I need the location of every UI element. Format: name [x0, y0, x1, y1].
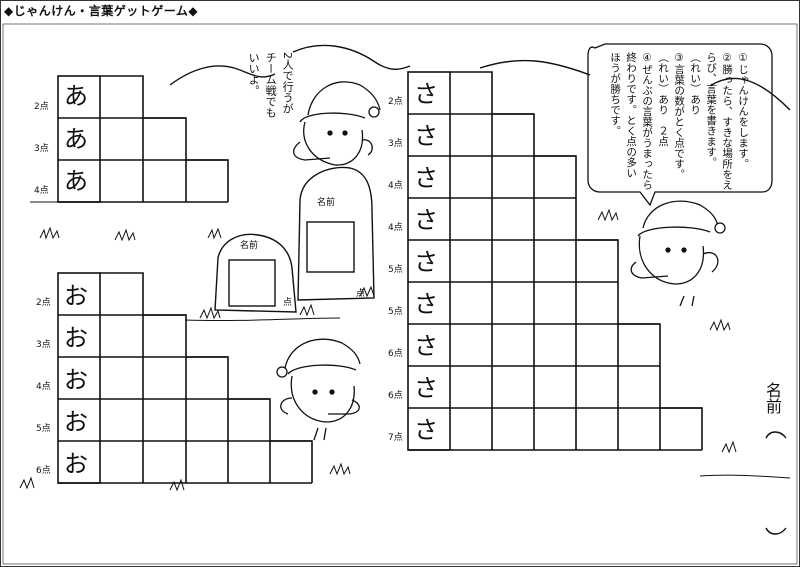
row-points-label: 6点	[388, 391, 403, 401]
rule-line: 終わりです。とく点の多い	[625, 52, 638, 178]
grid-kana: お	[64, 324, 88, 352]
grid-kana: さ	[414, 206, 438, 234]
row-points-label: 2点	[34, 102, 49, 112]
grid-kana: さ	[414, 80, 438, 108]
row-points-label: 4点	[36, 382, 51, 392]
hill-outline-icon	[169, 44, 791, 111]
rule-line: ②勝ったら、すきな場所をえ	[721, 52, 734, 190]
row-points-label: 3点	[388, 139, 403, 149]
row-points-label: 7点	[388, 433, 403, 443]
grid-kana: さ	[414, 374, 438, 402]
row-points-label: 4点	[388, 223, 403, 233]
row-points-label: 5点	[388, 307, 403, 317]
rules-speech-bubble: ①じゃんけんをします。 ②勝ったら、すきな場所をえ らび、言葉を書きます。 （れ…	[591, 40, 756, 190]
rule-line: （れい）あり	[689, 52, 702, 115]
row-points-label: 5点	[388, 265, 403, 275]
grid-kana: さ	[414, 164, 438, 192]
team-note: 2人で行うが チーム戦でも いいよ。	[239, 52, 299, 132]
grid-kana: さ	[414, 248, 438, 276]
grid-kana: お	[64, 450, 88, 478]
rule-line: ①じゃんけんをします。	[737, 52, 750, 169]
rule-line: ③言葉の数がとく点です。	[673, 52, 686, 180]
grid-kana: あ	[64, 125, 88, 153]
rule-line: ④ぜんぶの言葉がうまったら	[641, 52, 654, 190]
santa-hat-bird-icon	[276, 338, 361, 441]
santa-hat-bird-icon	[293, 81, 381, 166]
row-points-label: 5点	[36, 424, 51, 434]
grid-kana: あ	[64, 167, 88, 195]
grid-kana: お	[64, 408, 88, 436]
grid-kana: お	[64, 282, 88, 310]
team-note-line: 2人で行うが	[281, 52, 295, 114]
grid-kana: さ	[414, 332, 438, 360]
row-points-label: 6点	[388, 349, 403, 359]
santa-hat-bird-icon	[630, 200, 726, 307]
team-note-line: いいよ。	[247, 52, 261, 96]
grid-kana: さ	[414, 290, 438, 318]
stone-name-label: 名前	[317, 198, 336, 208]
stone-name-label: 名前	[240, 241, 259, 251]
grid-kana: さ	[414, 416, 438, 444]
stone-points-label: 点	[283, 298, 293, 308]
row-points-label: 6点	[36, 466, 51, 476]
rule-line: ほうが勝ちです。	[609, 52, 622, 136]
team-note-line: チーム戦でも	[264, 52, 278, 118]
stone-points-label: 点	[356, 289, 366, 299]
rule-line: らび、言葉を書きます。	[705, 52, 718, 168]
page-title: ◆じゃんけん・言葉ゲットゲーム◆	[4, 4, 199, 18]
name-label: 名前	[763, 382, 782, 414]
stone-monument-icon	[214, 166, 375, 313]
grid-kana: お	[64, 366, 88, 394]
grid-kana: さ	[414, 122, 438, 150]
row-points-label: 3点	[36, 340, 51, 350]
row-points-label: 3点	[34, 144, 49, 154]
row-points-label: 4点	[388, 181, 403, 191]
row-points-label: 2点	[36, 298, 51, 308]
row-points-label: 2点	[388, 97, 403, 107]
row-points-label: 4点	[34, 186, 49, 196]
grid-kana: あ	[64, 82, 88, 110]
rule-line: （れい）あり ２点	[657, 52, 670, 147]
